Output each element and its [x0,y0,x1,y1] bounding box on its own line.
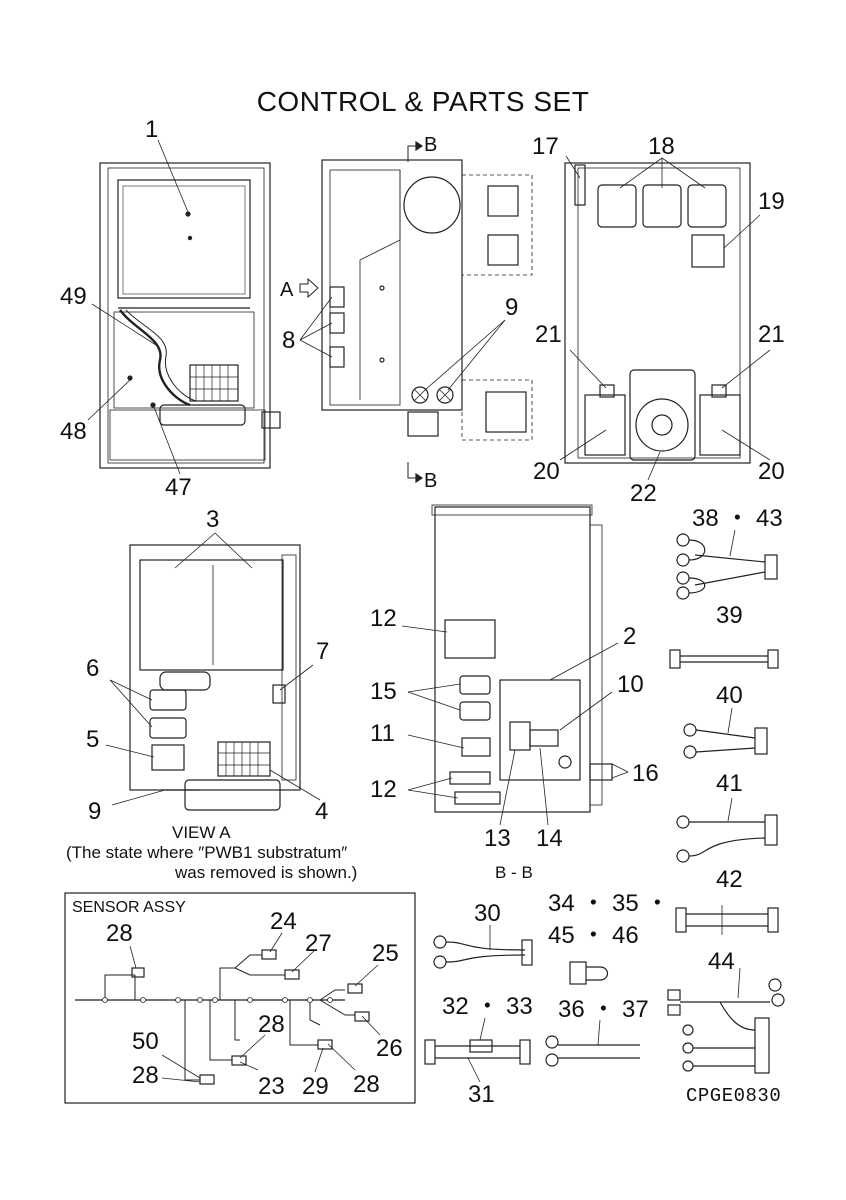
section-marker-bottom: B [424,470,438,492]
section-bb-caption: B - B [495,863,533,882]
callout-2: 2 [623,623,637,650]
harness-drawings [667,529,785,1074]
callout-28-d: 28 [353,1071,380,1098]
callout-49: 49 [60,283,87,310]
view-a-note-line2: was removed is shown.) [175,863,358,882]
callout-8: 8 [282,327,296,354]
side-view-drawing [299,140,533,484]
callout-10: 10 [617,671,644,698]
callout-21-left: 21 [535,321,562,348]
callout-16: 16 [632,760,659,787]
callout-27: 27 [305,930,332,957]
callout-15: 15 [370,678,397,705]
callout-11: 11 [370,720,395,747]
callout-48: 48 [60,418,87,445]
callout-13: 13 [484,825,511,852]
callout-28-b: 28 [258,1011,285,1038]
callout-23: 23 [258,1073,285,1100]
callout-20-right: 20 [758,458,785,485]
callout-9-bottom: 9 [88,798,102,825]
callout-6: 6 [86,655,100,682]
view-a-caption: VIEW A [172,823,231,842]
sensor-assy-label: SENSOR ASSY [72,899,186,916]
lower-harness-drawings [424,925,640,1083]
callout-45-46: 45 ・ 46 [548,922,639,949]
callout-42: 42 [716,866,743,893]
callout-32-33: 32 ・ 33 [442,993,533,1020]
callout-20-left: 20 [533,458,560,485]
callout-29: 29 [302,1073,329,1100]
section-marker-top: B [424,134,438,156]
callout-9-top: 9 [505,294,519,321]
callout-39: 39 [716,602,743,629]
callout-28-c: 28 [132,1062,159,1089]
callout-3: 3 [206,506,220,533]
callout-7: 7 [316,638,330,665]
callout-21-right: 21 [758,321,785,348]
callout-18: 18 [648,133,675,160]
callout-44: 44 [708,948,735,975]
sensor-assy-drawing [64,892,416,1104]
callout-12-top: 12 [370,605,397,632]
callout-4: 4 [315,798,329,825]
callout-28-a: 28 [106,920,133,947]
page-title: CONTROL & PARTS SET [256,86,590,117]
callout-40: 40 [716,682,743,709]
callout-24: 24 [270,908,297,935]
callout-36-37: 36 ・ 37 [558,996,649,1023]
front-view-drawing [87,139,281,475]
callout-5: 5 [86,726,100,753]
view-a-drawing [105,532,321,811]
callout-26: 26 [376,1035,403,1062]
callout-14: 14 [536,825,563,852]
rear-view-drawing [559,155,771,481]
callout-12-bottom: 12 [370,776,397,803]
callout-41: 41 [716,770,743,797]
callout-19: 19 [758,188,785,215]
callout-25: 25 [372,940,399,967]
callout-50: 50 [132,1028,159,1055]
callout-22: 22 [630,480,657,507]
callout-34-35: 34 ・ 35 ・ [548,890,670,917]
callout-17: 17 [532,133,559,160]
callout-47: 47 [165,474,192,501]
callout-1: 1 [145,116,159,143]
view-marker: A [280,279,294,301]
drawing-code: CPGE0830 [686,1085,782,1107]
callout-38-43: 38 ・ 43 [692,505,783,532]
section-bb-drawing [401,504,629,826]
callout-31: 31 [468,1081,495,1108]
callout-30: 30 [474,900,501,927]
view-a-note-line1: (The state where ″PWB1 substratum″ [66,843,348,862]
